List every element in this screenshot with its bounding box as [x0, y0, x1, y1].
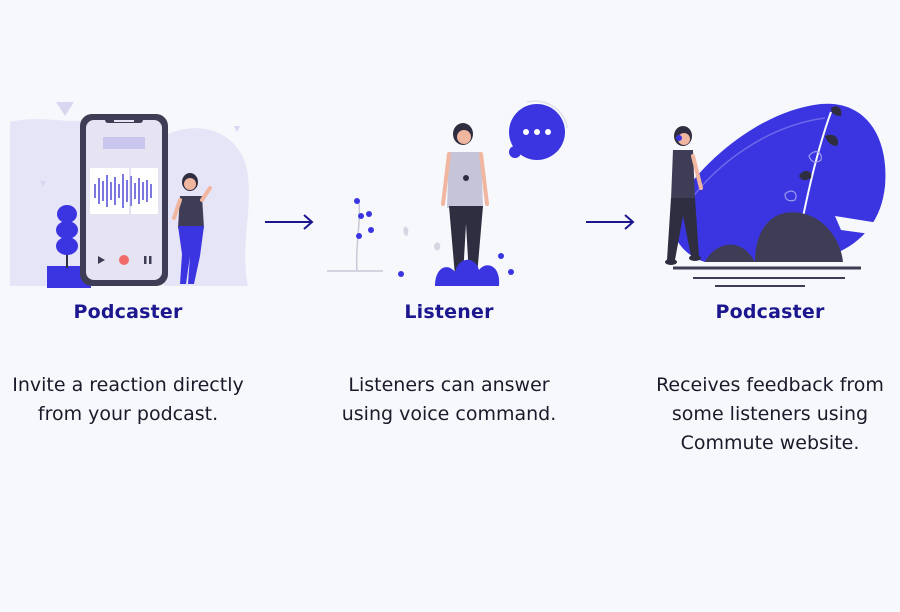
- step-description: Invite a reaction directly from your pod…: [0, 371, 258, 429]
- phone-podcast-illustration: [10, 102, 249, 288]
- description-line: Invite a reaction directly: [12, 374, 244, 396]
- podcaster-feedback-illustration: [665, 103, 886, 287]
- listener-voice-illustration: [327, 100, 568, 286]
- arrow-right-icon: [265, 214, 314, 230]
- step-description: Receives feedback from some listeners us…: [640, 371, 900, 458]
- arrow-right-icon: [586, 214, 635, 230]
- description-line: Listeners can answer: [348, 374, 550, 396]
- step-title: Listener: [404, 301, 494, 323]
- description-line: Receives feedback from: [656, 374, 884, 396]
- description-line: from your podcast.: [37, 403, 219, 425]
- description-line: Commute website.: [680, 432, 860, 454]
- step-title: Podcaster: [73, 301, 183, 323]
- description-line: some listeners using: [671, 403, 869, 425]
- description-line: using voice command.: [341, 403, 557, 425]
- step-description: Listeners can answer using voice command…: [319, 371, 579, 429]
- step-title: Podcaster: [715, 301, 825, 323]
